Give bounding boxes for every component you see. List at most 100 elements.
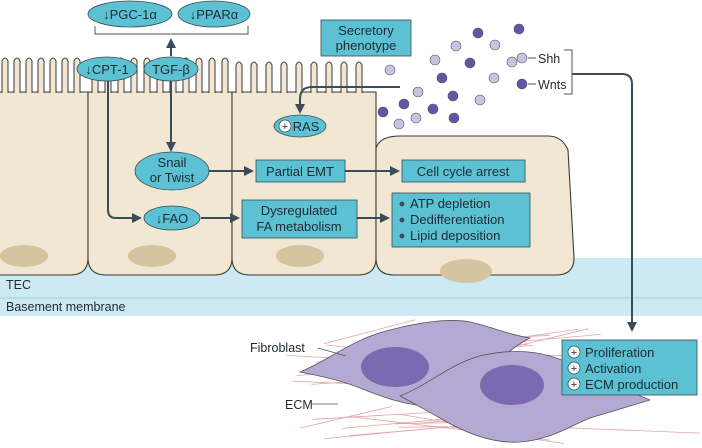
tec-label: TEC	[6, 278, 31, 292]
pill-fao-shape	[143, 205, 201, 231]
wnt-dot	[398, 98, 410, 110]
microvillus	[310, 61, 318, 93]
fibroblast-label: Fibroblast	[250, 341, 305, 355]
nucleus-1	[0, 245, 48, 267]
plus-sign-1: +	[571, 347, 577, 359]
microvillus	[61, 57, 69, 93]
pill-snail-label-2: or Twist	[150, 170, 195, 185]
pill-pgc-shape	[87, 0, 173, 28]
wnt-dot	[472, 27, 484, 39]
box-fibroblast-effects-shape	[561, 339, 698, 396]
box-secretory-line-2: phenotype	[336, 38, 397, 53]
microvillus	[73, 57, 81, 93]
shh-dot	[506, 56, 518, 68]
secreted-factors	[377, 23, 525, 130]
microvillus	[1, 57, 9, 93]
shh-dot-icon	[516, 52, 528, 64]
wnt-dot	[513, 23, 525, 35]
effect-ecm-production: ECM production	[585, 377, 678, 392]
pill-snail-label-1: Snail	[158, 155, 187, 170]
microvillus	[208, 57, 216, 93]
plus-icons	[567, 345, 581, 391]
plus-sign-3: +	[571, 379, 577, 391]
fibroblast-nucleus-2	[480, 365, 544, 405]
arrows	[107, 38, 637, 332]
box-dysregulated-line-1: Dysregulated	[261, 203, 338, 218]
pill-ppar-label: ↓PPARα	[190, 7, 239, 22]
shh-dot	[489, 39, 501, 51]
pill-tgfb-shape	[143, 56, 199, 82]
outcome-dediff: Dedifferentiation	[410, 212, 504, 227]
pill-cpt1-label: ↓CPT-1	[85, 62, 128, 77]
shh-dot	[450, 40, 462, 52]
shh-dot	[429, 54, 441, 66]
microvillus	[280, 61, 288, 93]
fibroblast-leader	[317, 347, 347, 357]
pill-ras-label: RAS	[293, 119, 320, 134]
shh-dot	[410, 112, 422, 124]
ecm-label: ECM	[285, 398, 313, 412]
nuclei	[0, 245, 492, 283]
box-cell-cycle-label: Cell cycle arrest	[417, 164, 510, 179]
plus-sign-2: +	[571, 363, 577, 375]
wnt-dot	[377, 106, 389, 118]
outcome-atp: ATP depletion	[410, 196, 490, 211]
pill-ppar-shape	[177, 0, 251, 28]
outcome-bullet-3	[399, 233, 405, 239]
outcome-lipid: Lipid deposition	[410, 228, 500, 243]
box-dysregulated-shape	[241, 199, 358, 239]
outcome-bullet-1	[399, 201, 405, 207]
box-outcomes-shape	[391, 192, 531, 248]
fibroblast-nucleus-1	[361, 347, 429, 387]
microvillus	[37, 57, 45, 93]
microvillus	[265, 61, 273, 93]
microvillus	[49, 57, 57, 93]
microvillus	[355, 61, 363, 93]
wnt-dot	[448, 112, 460, 124]
box-dysregulated-line-2: FA metabolism	[256, 219, 341, 234]
nucleus-4	[440, 259, 492, 283]
box-outcomes: ATP depletion Dedifferentiation Lipid de…	[391, 192, 531, 248]
ecm-fiber	[300, 406, 392, 429]
pill-pgc-label: ↓PGC-1α	[103, 7, 157, 22]
wnt-dot	[447, 90, 459, 102]
legend-bracket	[564, 49, 573, 95]
plus-icon-1	[567, 345, 581, 359]
pill-snail: Snail or Twist	[134, 151, 210, 191]
pill-tgfb-label: TGF-β	[152, 62, 190, 77]
microvillus	[235, 61, 243, 93]
arrow-factors-ras	[295, 86, 400, 114]
pill-ras: RAS +	[273, 114, 327, 138]
ras-plus-icon	[278, 119, 292, 133]
microvillus	[325, 61, 333, 93]
box-partial-emt: Partial EMT	[255, 159, 346, 183]
pill-pgc: ↓PGC-1α	[87, 0, 173, 28]
microvillus	[221, 57, 229, 93]
wnts-label: Wnts	[538, 78, 566, 92]
ecm-fiber	[349, 428, 431, 436]
nucleus-2	[128, 245, 176, 267]
plus-icon-3	[567, 377, 581, 391]
box-fibroblast-effects: + + + Proliferation Activation ECM produ…	[561, 339, 698, 396]
outcome-bullet-2	[399, 217, 405, 223]
box-secretory: Secretory phenotype	[320, 19, 412, 57]
box-partial-emt-label: Partial EMT	[266, 164, 334, 179]
shh-dot	[412, 86, 424, 98]
box-dysregulated: Dysregulated FA metabolism	[241, 199, 358, 239]
microvillus	[295, 61, 303, 93]
microvillus	[25, 57, 33, 93]
pill-tgfb: TGF-β	[143, 56, 199, 82]
box-secretory-line-1: Secretory	[338, 23, 394, 38]
microvillus	[13, 57, 21, 93]
box-cell-cycle: Cell cycle arrest	[401, 159, 526, 183]
shh-dot	[488, 72, 500, 84]
microvillus	[340, 61, 348, 93]
pill-snail-shape	[134, 151, 210, 191]
effect-activation: Activation	[585, 361, 641, 376]
box-partial-emt-shape	[255, 159, 346, 183]
pill-fao-label: ↓FAO	[156, 211, 189, 226]
ras-plus-sign: +	[282, 121, 288, 133]
microvillus	[250, 61, 258, 93]
